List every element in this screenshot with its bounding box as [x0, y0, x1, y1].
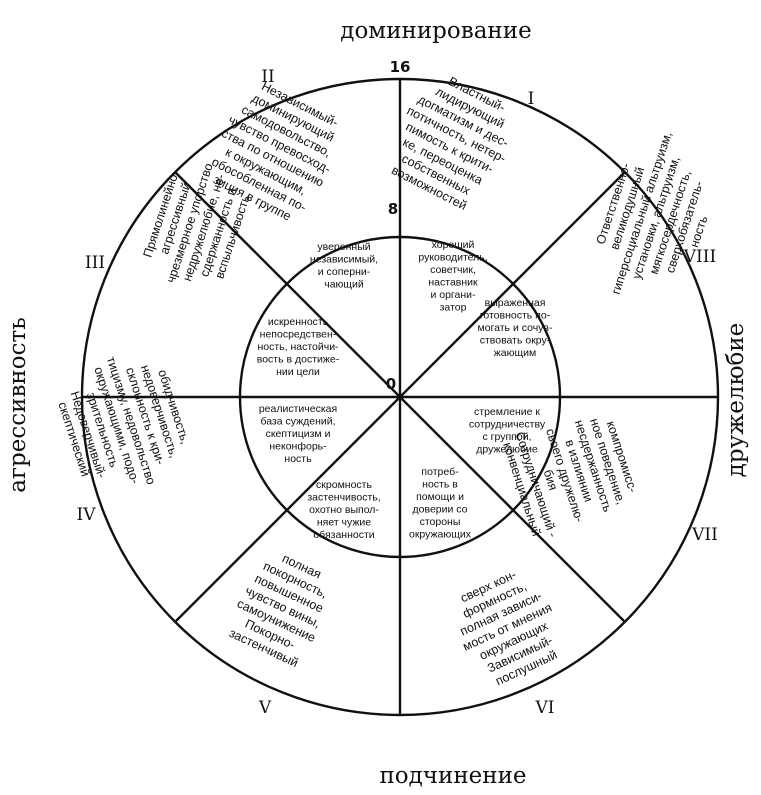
octant-5-outer-text: полнаяпокорность,повышенноечувство вины,… — [222, 542, 343, 672]
octant-2-inner-text-line: чающий — [324, 279, 364, 291]
octant-4-inner-text-line: неконфорь- — [269, 441, 327, 453]
octant-2-inner-text-line: и соперни- — [318, 266, 371, 278]
octant-5-inner-text-line: охотно выпол- — [309, 504, 379, 516]
octant-6-inner-text-line: стороны — [420, 516, 461, 528]
octant-5-inner-text-line: обязанности — [313, 529, 374, 541]
axis-label-submission: подчинение — [379, 763, 526, 789]
octant-numeral-7: VII — [691, 525, 718, 545]
octant-3-inner-text-line: вость в достиже- — [257, 354, 340, 366]
octant-4-inner-text-line: скептицизм и — [266, 428, 331, 440]
octant-dividers — [82, 79, 718, 715]
octant-2-inner-text-line: уверенный — [317, 241, 370, 253]
octant-numeral-3: III — [85, 253, 105, 273]
octant-1-inner-text-line: руководитель, — [418, 252, 487, 264]
axis-label-aggressiveness: агрессивность — [5, 317, 31, 492]
octant-6-inner-text-line: окружающих — [409, 529, 472, 541]
octant-2-inner-text-line: независимый, — [310, 254, 378, 266]
octant-1-inner-text-line: хороший — [432, 239, 475, 251]
octant-4-inner-text-line: ность — [284, 453, 312, 465]
octant-7-inner-text-line: стремление к — [474, 406, 540, 418]
octant-5-inner-text-line: скромность — [316, 479, 372, 491]
axis-label-dominance: доминирование — [340, 18, 531, 44]
octant-3-inner-text-line: нии цели — [276, 366, 320, 378]
octant-numeral-6: VI — [535, 698, 555, 718]
scale-label-outer: 16 — [390, 58, 411, 76]
octant-numeral-5: V — [258, 698, 272, 718]
octant-6-inner-text-line: доверии со — [413, 504, 468, 516]
scale-label-inner: 8 — [388, 200, 398, 218]
octant-numeral-4: IV — [77, 505, 97, 525]
octant-1-inner-text-line: советчик, — [430, 264, 476, 276]
octant-7-inner-text-line: с группой, — [483, 431, 532, 443]
octant-4-inner-text-line: реалистическая — [259, 403, 337, 415]
octant-5-inner-text-line: няет чужие — [317, 517, 371, 529]
octant-5-inner-text-line: застенчивость, — [307, 492, 380, 504]
octant-8-inner-text-line: жающим — [494, 347, 536, 359]
octant-8-outer-text: Ответственно-великодушныйгиперсоциальный… — [580, 121, 731, 315]
octant-numeral-8: VIII — [683, 247, 716, 267]
octant-6-inner-text-line: ность в — [422, 479, 458, 491]
octant-6-inner-text-line: помощи и — [416, 491, 464, 503]
octant-7-outer-text: компромисс-ное поведение,несдержанностьв… — [498, 402, 645, 543]
octant-7-inner-text-line: сотрудничеству — [469, 419, 546, 431]
scale-label-center: 0 — [386, 375, 396, 393]
octant-4-inner-text-line: база суждений, — [260, 416, 335, 428]
octant-1-inner-text-line: затор — [440, 302, 467, 314]
octant-1-inner-text-line: наставник — [428, 277, 478, 289]
octant-3-inner-text-line: ность, настойчи- — [257, 341, 339, 353]
octant-8-inner-text-line: могать и сочув- — [477, 322, 553, 334]
octant-3-inner-text-line: искренность — [268, 316, 329, 328]
octant-3-inner-text-line: непосредствен- — [260, 329, 337, 341]
octant-8-inner-text-line: выраженная — [485, 297, 546, 309]
octant-1-inner-text-line: и органи- — [430, 289, 476, 301]
octant-numeral-2: II — [261, 67, 274, 87]
axis-label-friendliness: дружелюбие — [723, 323, 749, 478]
octant-4-outer-text: обидчивость,недоверчивость,склонность к … — [47, 341, 201, 505]
octant-6-inner-text-line: потреб- — [421, 466, 459, 478]
divider-line-4 — [174, 171, 626, 623]
octant-7-outer-text-line: бия — [541, 468, 561, 492]
octant-8-inner-text-line: ствовать окру- — [480, 335, 551, 347]
octant-numeral-1: I — [528, 89, 535, 109]
octant-7-inner-text-line: дружелюбие — [476, 444, 538, 456]
octant-8-inner-text-line: готовность по- — [480, 310, 551, 322]
